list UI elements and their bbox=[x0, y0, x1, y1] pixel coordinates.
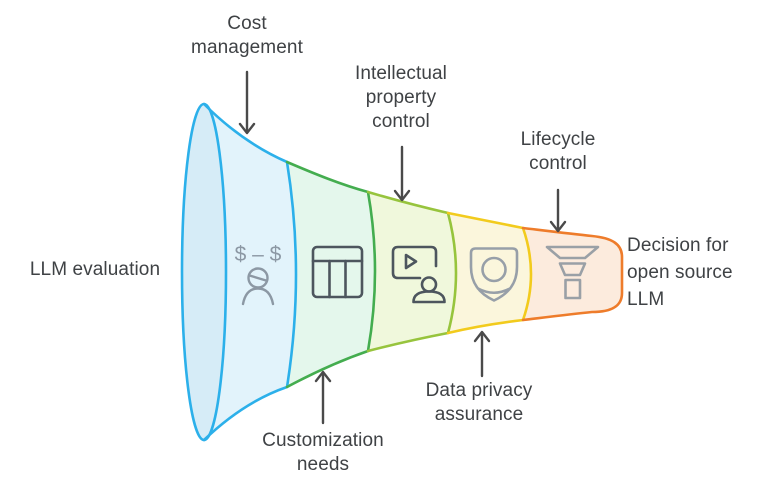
arrow-customization-needs bbox=[314, 370, 332, 425]
dollar-symbols: $ – $ bbox=[235, 243, 282, 266]
segment-outline-privacy bbox=[446, 211, 533, 335]
segment-fill-customization bbox=[287, 162, 375, 387]
arrow-lifecycle-control bbox=[549, 188, 567, 233]
label-decision-open-source-llm: Decision for open source LLM bbox=[627, 235, 733, 310]
arrow-data-privacy bbox=[473, 330, 491, 378]
label-intellectual-property-control: Intellectual property control bbox=[354, 63, 448, 132]
arrow-cost-management bbox=[238, 70, 256, 135]
segment-outline-ip bbox=[366, 190, 458, 353]
label-llm-evaluation: LLM evaluation bbox=[29, 259, 161, 280]
label-data-privacy-assurance: Data privacy assurance bbox=[425, 380, 533, 425]
funnel-icon bbox=[545, 245, 600, 300]
label-lifecycle-control: Lifecycle control bbox=[520, 129, 596, 174]
funnel-mouth-outline bbox=[180, 102, 228, 442]
funnel-mouth-fill bbox=[182, 104, 226, 440]
label-customization-needs: Customization needs bbox=[262, 430, 384, 475]
segment-outline-cost bbox=[202, 102, 298, 442]
video-person-icon bbox=[391, 245, 446, 304]
label-cost-management: Cost management bbox=[191, 13, 303, 58]
segment-fill-privacy bbox=[448, 213, 531, 333]
table-icon bbox=[311, 245, 364, 299]
dollar-person-icon: $ – $ bbox=[235, 243, 282, 306]
segment-outline-lifecycle bbox=[521, 226, 624, 322]
segment-outline-customization bbox=[285, 160, 377, 389]
arrow-intellectual-property bbox=[393, 145, 411, 202]
shield-person-icon bbox=[469, 247, 519, 302]
segment-fill-ip bbox=[368, 192, 456, 351]
